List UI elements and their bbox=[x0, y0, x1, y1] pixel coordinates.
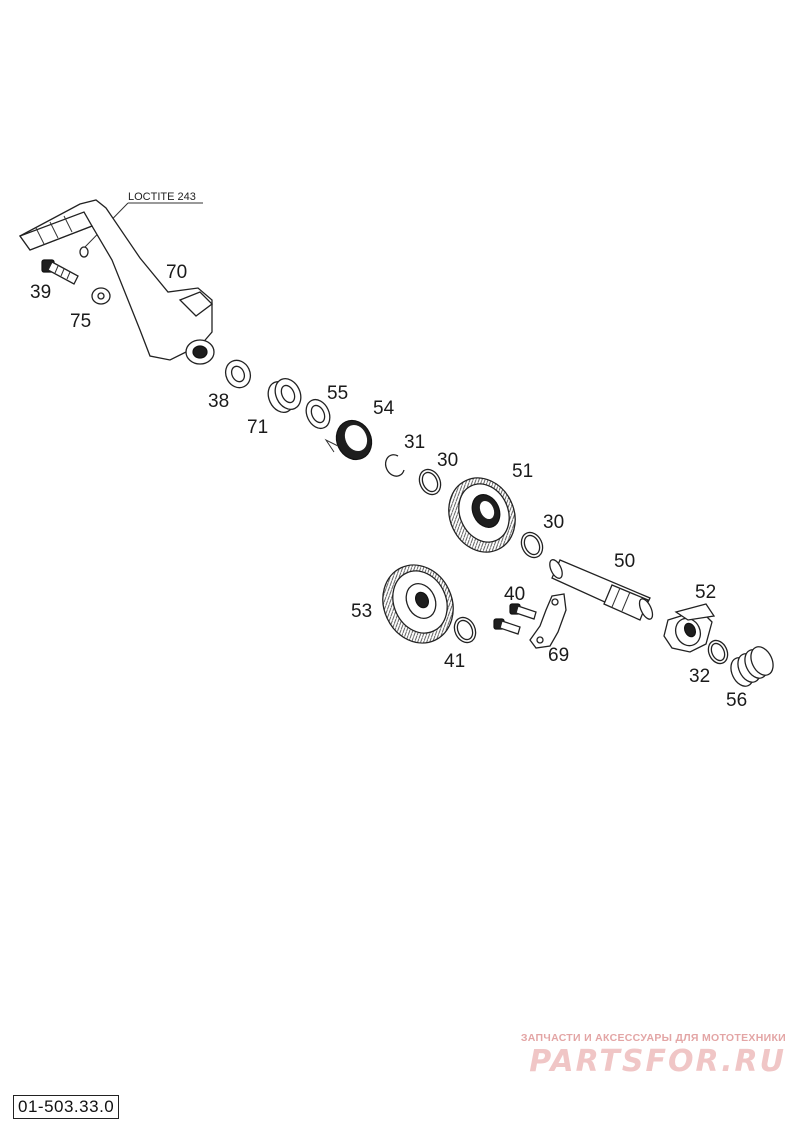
washer-41 bbox=[453, 616, 477, 644]
label-40: 40 bbox=[504, 584, 525, 605]
gear-53 bbox=[382, 564, 454, 644]
label-53: 53 bbox=[351, 601, 372, 622]
watermark: ЗАПЧАСТИ И АКСЕССУАРЫ ДЛЯ МОТОТЕХНИКИ PA… bbox=[486, 1032, 786, 1080]
label-39: 39 bbox=[30, 282, 51, 303]
spring-guide-55 bbox=[305, 398, 331, 430]
ring-38 bbox=[224, 359, 252, 389]
label-51: 51 bbox=[512, 461, 533, 482]
spring-56 bbox=[730, 646, 774, 687]
label-75: 75 bbox=[70, 311, 91, 332]
bolt-39 bbox=[41, 259, 79, 285]
label-30b: 30 bbox=[543, 512, 564, 533]
label-71: 71 bbox=[247, 417, 268, 438]
watermark-logo: PARTSFOR.RU bbox=[529, 1044, 786, 1079]
circlip-31 bbox=[385, 454, 405, 477]
kickstarter-lever bbox=[18, 199, 215, 365]
label-32: 32 bbox=[689, 666, 710, 687]
kick-spring-54 bbox=[324, 419, 373, 461]
bushing-71 bbox=[267, 377, 302, 414]
gear-51 bbox=[448, 477, 516, 553]
label-56: 56 bbox=[726, 690, 747, 711]
label-30a: 30 bbox=[437, 450, 458, 471]
label-70: 70 bbox=[166, 262, 187, 283]
label-38: 38 bbox=[208, 391, 229, 412]
label-50: 50 bbox=[614, 551, 635, 572]
label-31: 31 bbox=[404, 432, 425, 453]
label-55: 55 bbox=[327, 383, 348, 404]
label-69: 69 bbox=[548, 645, 569, 666]
washer-75 bbox=[91, 287, 111, 305]
washer-32 bbox=[707, 639, 729, 665]
label-54: 54 bbox=[373, 398, 395, 419]
washer-30b bbox=[520, 531, 544, 559]
document-number: 01-503.33.0 bbox=[13, 1095, 120, 1119]
label-52: 52 bbox=[695, 582, 716, 603]
bolts-40 bbox=[493, 603, 537, 635]
kick-shaft-50 bbox=[549, 559, 654, 621]
loctite-note-text: LOCTITE 243 bbox=[128, 191, 196, 203]
ratchet-52 bbox=[663, 603, 716, 653]
washer-30a bbox=[418, 468, 442, 496]
label-41: 41 bbox=[444, 651, 465, 672]
stopper-plate-69 bbox=[529, 593, 567, 649]
watermark-caption: ЗАПЧАСТИ И АКСЕССУАРЫ ДЛЯ МОТОТЕХНИКИ bbox=[520, 1032, 786, 1044]
